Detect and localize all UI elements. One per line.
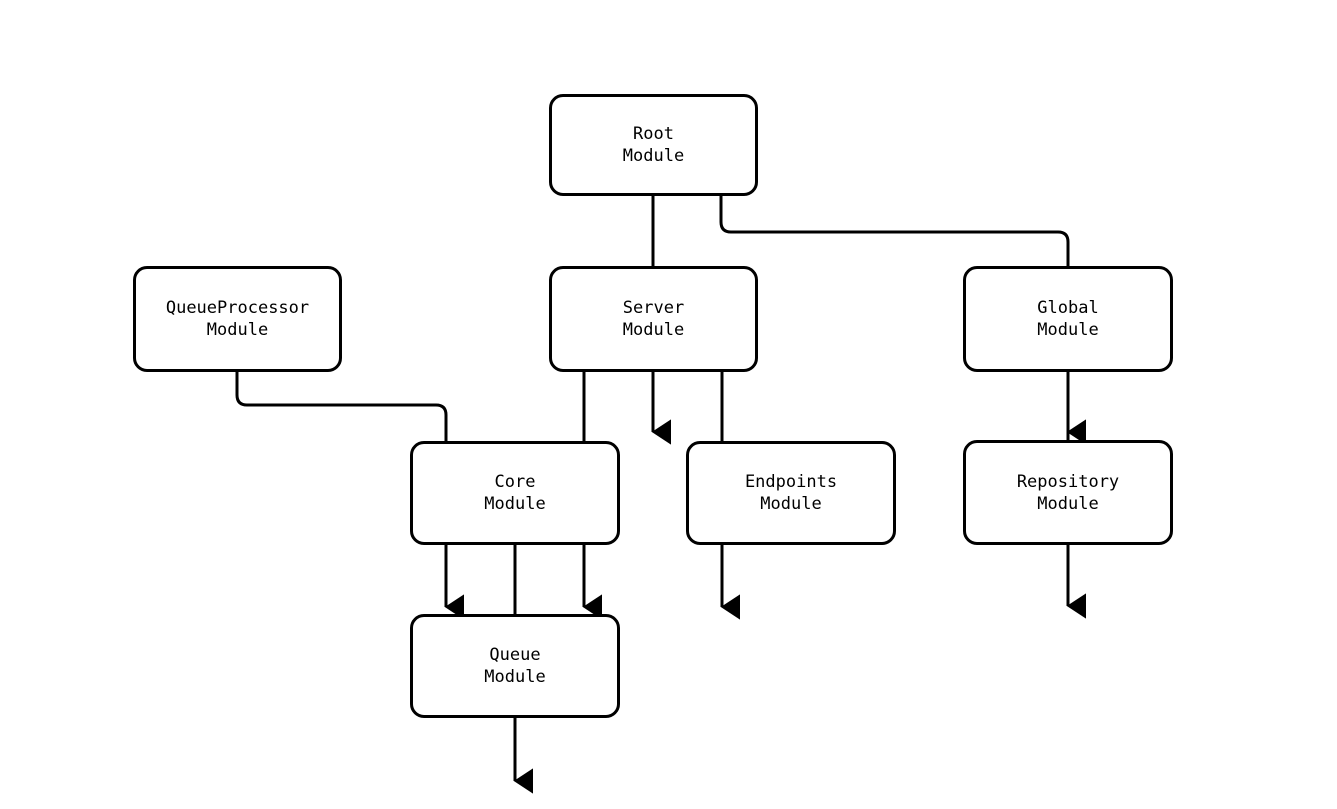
node-global-label-line2: Module	[1037, 320, 1099, 340]
node-core-label-line1: Core	[494, 472, 536, 492]
edge-root-to-global	[719, 196, 1086, 445]
node-repository-label-line1: Repository	[1016, 471, 1120, 492]
node-queueprocessor-label-line2: Module	[206, 320, 269, 340]
node-queue-label-line1: Queue	[489, 645, 541, 665]
node-root-label-line2: Module	[622, 146, 685, 166]
node-repository-label-line2: Module	[1037, 493, 1099, 514]
node-queue-label-line2: Module	[484, 667, 546, 687]
node-server-label-line2: Module	[622, 320, 685, 340]
node-endpoints-label-line1: Endpoints	[744, 472, 838, 492]
node-endpoints-label-line2: Module	[760, 494, 822, 514]
node-queueprocessor-label-line1: QueueProcessor	[165, 298, 310, 318]
edge-queueprocessor-to-core	[235, 372, 464, 620]
node-server-label-line1: Server	[622, 298, 685, 318]
node-core-label-line2: Module	[484, 494, 546, 514]
node-root-label-line1: Root	[633, 124, 674, 144]
node-global-label-line1: Global	[1037, 298, 1099, 318]
